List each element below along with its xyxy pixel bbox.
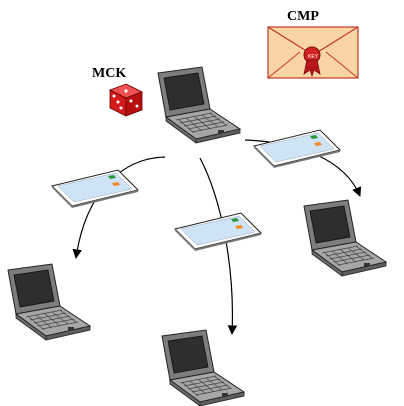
laptop-sender	[157, 66, 241, 144]
laptop-right	[303, 199, 387, 277]
red-dice-icon	[109, 83, 143, 117]
message-card-middle	[174, 212, 262, 252]
message-card-left	[51, 169, 139, 209]
laptop-bottom	[161, 329, 245, 406]
sealed-envelope-icon: KEY	[267, 26, 359, 79]
message-label: CMP	[287, 9, 319, 24]
message-card-right	[253, 129, 341, 169]
svg-text:KEY: KEY	[308, 54, 319, 60]
laptop-left	[7, 263, 91, 341]
key-label: MCK	[92, 66, 126, 81]
